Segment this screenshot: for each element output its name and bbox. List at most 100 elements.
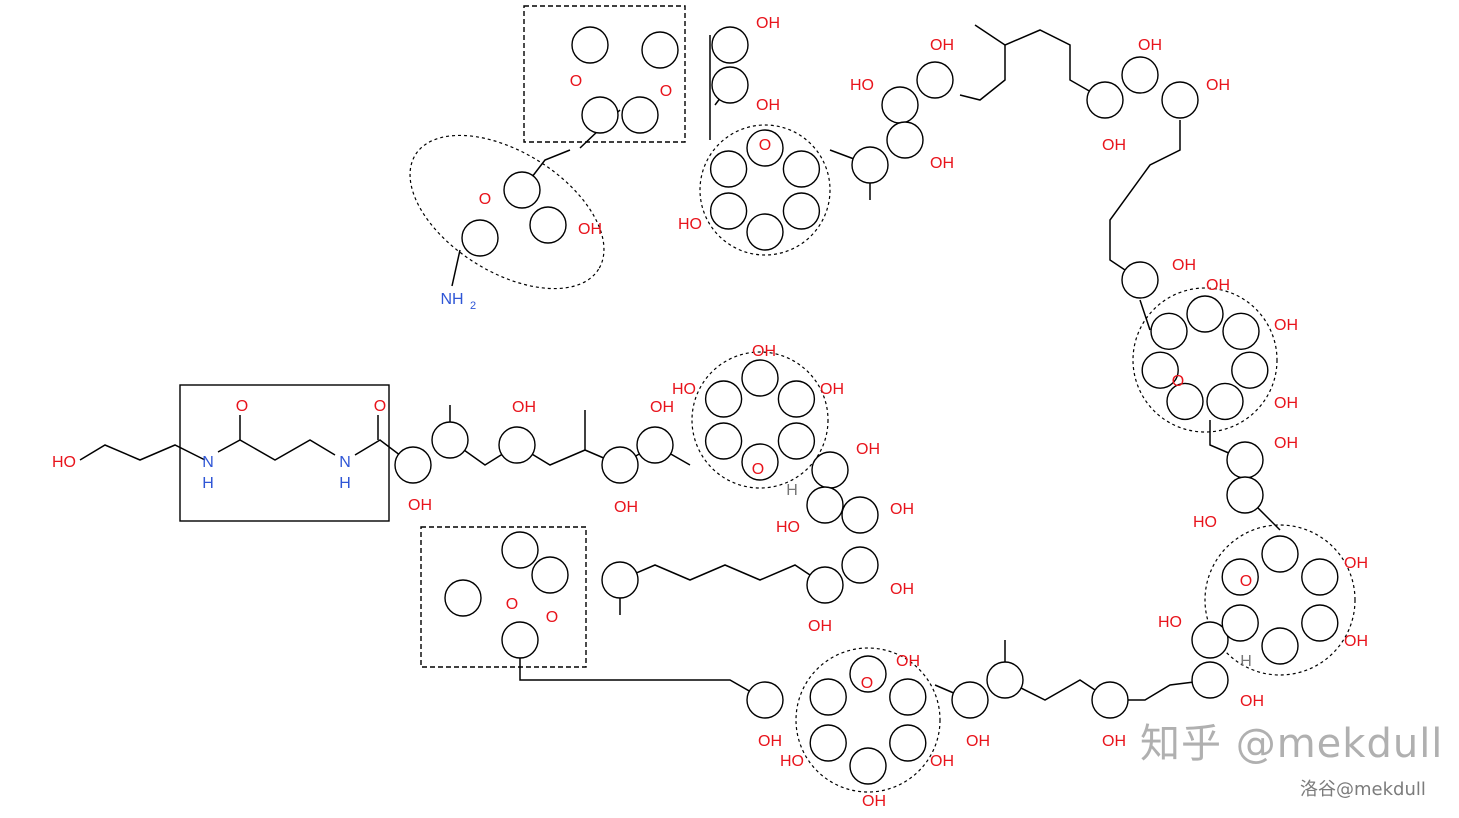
hydroxyl-label: OH	[1344, 555, 1368, 572]
atom-node	[811, 451, 849, 489]
hydroxyl-label: OH	[1206, 277, 1230, 294]
stereo-hydrogen-label: H	[786, 482, 798, 499]
hydroxyl-label: OH	[856, 441, 880, 458]
atom-node	[951, 681, 989, 719]
hydroxyl-label: OH	[1138, 37, 1162, 54]
atom-node	[881, 86, 919, 124]
oxygen-label: O	[752, 461, 764, 478]
hydroxyl-label: OH	[614, 499, 638, 516]
hydroxyl-label: OH	[1102, 137, 1126, 154]
atom-node	[1206, 382, 1244, 421]
oxygen-label: O	[1172, 373, 1184, 390]
atom-node	[1226, 441, 1264, 479]
bond	[1139, 299, 1151, 331]
atom-node	[581, 96, 619, 134]
oxygen-label: O	[506, 596, 518, 613]
bond	[519, 640, 766, 701]
watermark-main: 知乎 @mekdull	[1140, 721, 1444, 767]
hydroxyl-label: OH	[1172, 257, 1196, 274]
hydroxyl-label: HO	[52, 454, 76, 471]
atom-node	[1231, 351, 1269, 389]
dotted-ring	[1132, 287, 1278, 433]
hydroxyl-label: OH	[512, 399, 536, 416]
hydroxyl-label: OH	[1102, 733, 1126, 750]
atom-node	[498, 426, 536, 464]
amide-nitrogen-label: N	[202, 454, 214, 471]
atom-node	[1186, 295, 1224, 333]
atom-node	[806, 566, 844, 604]
oxygen-label: O	[546, 609, 558, 626]
dotted-ring	[1204, 524, 1356, 676]
atom-node	[841, 496, 879, 534]
hydroxyl-label: OH	[756, 15, 780, 32]
atom-node	[806, 486, 844, 524]
atom-node	[444, 579, 482, 617]
atom-node	[704, 422, 743, 460]
hydroxyl-label: OH	[808, 618, 832, 635]
hydroxyl-label: HO	[678, 216, 702, 233]
solid-box	[179, 384, 390, 522]
atom-node	[1086, 81, 1124, 119]
oxygen-label: O	[374, 398, 386, 415]
oxygen-label: O	[570, 73, 582, 90]
atom-node	[746, 213, 784, 251]
dotted-ring	[691, 351, 829, 489]
bond	[79, 444, 206, 461]
atom-node	[889, 724, 927, 762]
amine-label: NH	[440, 291, 463, 308]
hydroxyl-label: OH	[1206, 77, 1230, 94]
atom-node	[1226, 476, 1264, 514]
dotted-ring	[795, 647, 941, 793]
oxygen-label: O	[660, 83, 672, 100]
hydroxyl-label: OH	[650, 399, 674, 416]
atom-node	[1191, 661, 1229, 699]
hydroxyl-label: OH	[820, 381, 844, 398]
atom-node	[709, 150, 748, 188]
atom-node	[841, 546, 879, 584]
atom-node	[711, 26, 749, 64]
atom-node	[1150, 312, 1188, 350]
hydroxyl-label: OH	[966, 733, 990, 750]
hydroxyl-label: OH	[890, 581, 914, 598]
amide-hydrogen-label: H	[202, 475, 214, 492]
atom-node	[916, 61, 954, 99]
dotted-ring	[699, 124, 831, 256]
atom-node	[809, 724, 847, 762]
atom-node	[601, 561, 639, 599]
atom-node	[741, 443, 779, 481]
atom-node	[746, 129, 784, 167]
hydroxyl-label: OH	[756, 97, 780, 114]
atom-node	[503, 171, 541, 209]
atom-node	[531, 556, 569, 594]
hydroxyl-label: HO	[850, 77, 874, 94]
atom-node	[1261, 627, 1299, 665]
atom-node	[1261, 535, 1299, 573]
bond	[959, 29, 1106, 101]
hydroxyl-label: HO	[1158, 614, 1182, 631]
atom-node	[529, 206, 567, 244]
atom-node	[501, 621, 539, 659]
atom-node	[711, 66, 749, 104]
hydroxyl-label: OH	[930, 37, 954, 54]
atom-node	[1091, 681, 1129, 719]
oxygen-label: O	[759, 137, 771, 154]
atom-node	[1301, 604, 1339, 642]
atom-node	[782, 150, 821, 188]
hydroxyl-label: OH	[752, 343, 776, 360]
atom-node	[849, 747, 887, 785]
amide-hydrogen-label: H	[339, 475, 351, 492]
hydroxyl-label: OH	[1274, 435, 1298, 452]
hydroxyl-label: OH	[930, 155, 954, 172]
atom-node	[746, 681, 784, 719]
atom-node	[886, 121, 924, 159]
hydroxyl-label: OH	[862, 793, 886, 810]
hydroxyl-label: HO	[1193, 514, 1217, 531]
atom-node	[1221, 604, 1259, 642]
atom-node	[777, 380, 816, 418]
atom-node	[777, 422, 816, 460]
bond	[974, 24, 1006, 46]
dotted-ellipse	[409, 134, 605, 290]
bond	[451, 249, 461, 287]
hydroxyl-label: OH	[930, 753, 954, 770]
